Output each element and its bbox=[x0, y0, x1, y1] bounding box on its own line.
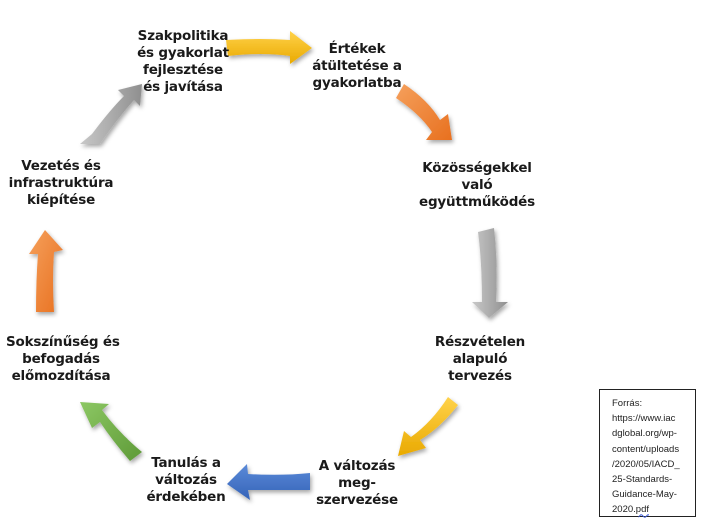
source-line: dglobal.org/wp- bbox=[612, 428, 677, 440]
source-line: https://www.iac bbox=[612, 413, 676, 425]
step-line: gyakorlatba bbox=[312, 75, 402, 91]
step-line: befogadás bbox=[22, 351, 100, 367]
arrow-kozossegek-to-reszvetel bbox=[472, 228, 508, 318]
step-line: való bbox=[461, 177, 493, 193]
spellcheck-flagged-word: pdf bbox=[635, 504, 649, 516]
step-line: alapuló bbox=[452, 351, 508, 367]
step-kozossegek: Közösségekkel való együttműködés bbox=[418, 160, 536, 211]
step-reszvetel: Részvételen alapuló tervezés bbox=[430, 334, 530, 385]
source-line: content/uploads bbox=[612, 443, 680, 455]
source-line-last: 2020.pdf bbox=[612, 502, 695, 517]
source-line: Forrás: bbox=[612, 398, 643, 409]
step-line: Közösségekkel bbox=[422, 160, 532, 176]
step-szakpolitika: Szakpolitika és gyakorlat fejlesztése és… bbox=[137, 28, 229, 96]
arrow-sokszinuseg-to-vezetes bbox=[29, 230, 63, 312]
step-ertekek: Értékek átültetése a gyakorlatba bbox=[308, 41, 406, 92]
arrow-tanulas-to-sokszinuseg bbox=[80, 402, 142, 461]
step-line: Részvételen bbox=[434, 334, 526, 350]
step-line: infrastruktúra bbox=[8, 175, 114, 191]
step-vezetes: Vezetés és infrastruktúra kiépítése bbox=[6, 158, 116, 209]
arrow-ertekek-to-kozossegek bbox=[396, 84, 452, 140]
step-line: átültetése a bbox=[312, 58, 402, 74]
step-line: Szakpolitika bbox=[137, 28, 229, 44]
step-line: szervezése bbox=[316, 492, 398, 508]
step-tanulas: Tanulás a változás érdekében bbox=[146, 455, 226, 506]
step-line: változás bbox=[155, 472, 217, 488]
arrow-reszvetel-to-valtozas bbox=[398, 397, 458, 456]
source-line: 25-Standards- bbox=[612, 474, 673, 486]
arrow-vezetes-to-szakpolitika bbox=[80, 84, 142, 144]
step-line: tervezés bbox=[448, 368, 512, 384]
source-line: /2020/05/IACD_ bbox=[612, 458, 680, 470]
step-line: Vezetés és bbox=[21, 158, 101, 174]
arrow-szakpolitika-to-ertekek bbox=[226, 31, 312, 64]
source-citation-box: Forrás: https://www.iac dglobal.org/wp- … bbox=[599, 389, 696, 517]
step-line: meg- bbox=[338, 475, 376, 491]
step-line: Értékek bbox=[328, 41, 386, 57]
arrow-valtozas-to-tanulas bbox=[227, 464, 310, 500]
source-year: 2020. bbox=[612, 504, 636, 516]
source-line: Guidance-May- bbox=[612, 489, 677, 501]
step-line: együttműködés bbox=[419, 194, 535, 210]
step-line: Tanulás a bbox=[151, 455, 221, 471]
step-line: Sokszínűség és bbox=[6, 334, 120, 350]
step-line: kiépítése bbox=[26, 192, 96, 208]
step-line: előmozdítása bbox=[11, 368, 111, 384]
step-valtozas: A változás meg- szervezése bbox=[312, 458, 402, 509]
step-line: és gyakorlat bbox=[137, 45, 229, 61]
step-sokszinuseg: Sokszínűség és befogadás előmozdítása bbox=[6, 334, 120, 385]
step-line: érdekében bbox=[146, 489, 226, 505]
step-line: A változás bbox=[318, 458, 396, 474]
step-line: fejlesztése bbox=[143, 62, 223, 78]
step-line: és javítása bbox=[143, 79, 223, 95]
